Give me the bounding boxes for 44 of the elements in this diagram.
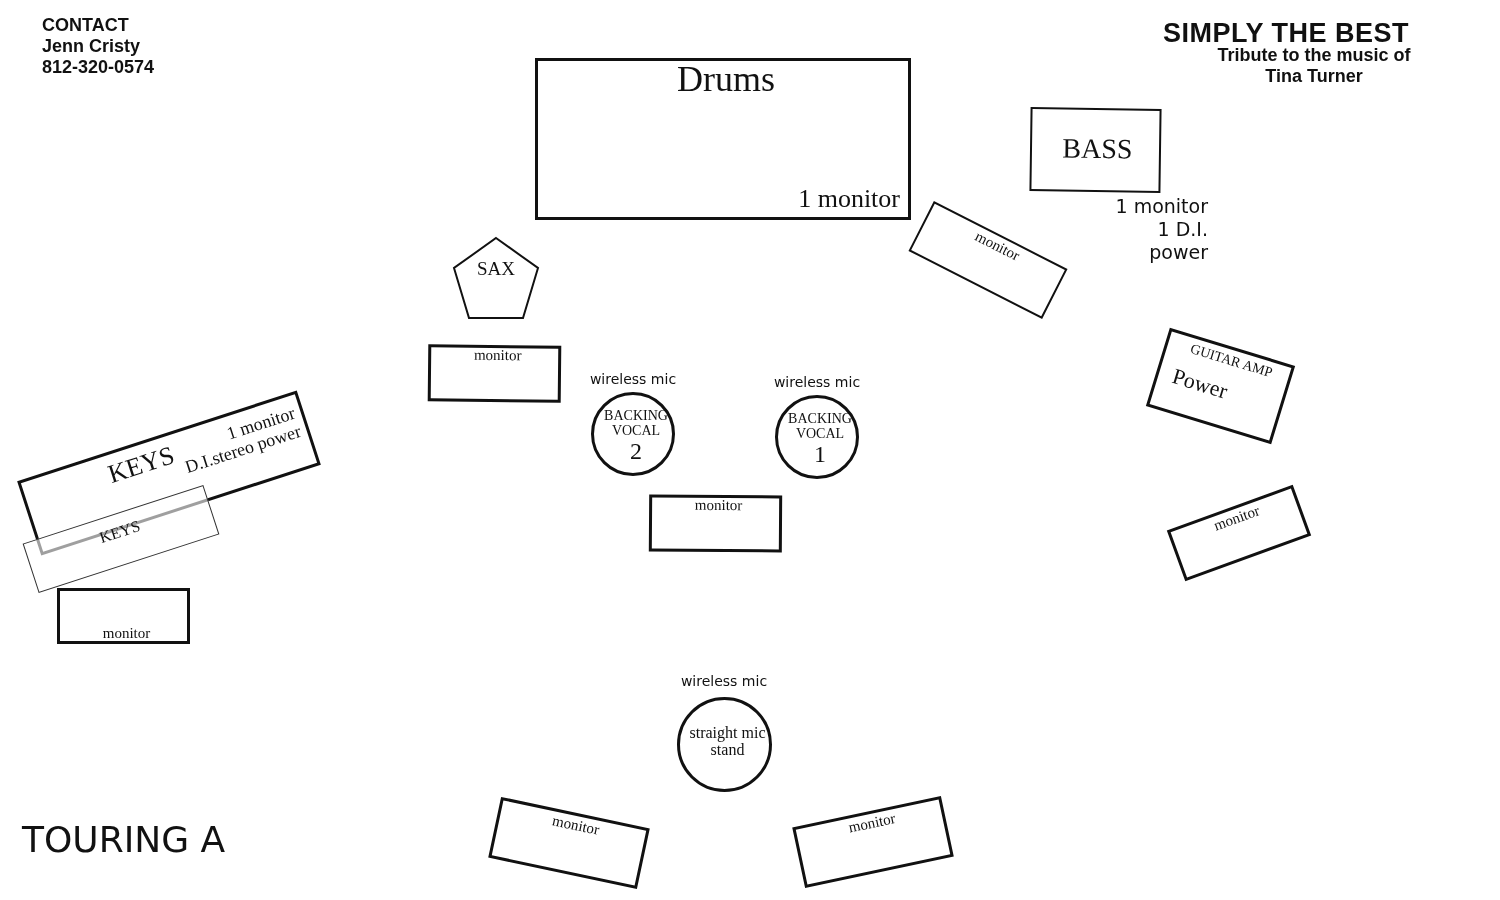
phone-number: 812-320-0574 [42,58,156,76]
equipment-label: BASS [1061,133,1134,165]
monitor-wedge [648,494,783,553]
contact-name: Jenn Cristy [42,37,142,55]
title: SIMPLY THE BEST [1163,18,1410,48]
drum-area [535,58,911,220]
equipment-note: 2 [629,439,643,465]
equipment-note: 1 monitor 1 D.I. power [1114,195,1208,264]
equipment-note: Power [1169,364,1231,406]
equipment-label: monitor [846,809,898,838]
equipment-label: BACKING VOCAL [603,409,669,439]
contact-heading: CONTACT [42,16,130,34]
vocal-position [775,395,859,479]
equipment-note: 1 monitor D.I.stereo power [181,403,304,478]
equipment-label: KEYS [103,439,179,491]
equipment-note: 1 [813,442,827,468]
keyboard-area [17,390,321,556]
mic-stand-position [677,697,772,792]
equipment-label: KEYS [96,516,144,549]
monitor-wedge [1166,484,1312,582]
monitor-wedge [488,796,650,890]
equipment-label: straight mic stand [688,725,767,759]
equipment-note: 1 monitor [797,185,900,213]
equipment-label: monitor [101,626,152,642]
equipment-label: BACKING VOCAL [787,412,853,442]
bass-area [1029,107,1162,193]
equipment-label: monitor [1210,501,1263,536]
equipment-label: Drums [676,61,776,99]
equipment-label: SAX [476,259,516,279]
equipment-note: wireless mic [588,371,678,388]
monitor-wedge [57,588,190,644]
vocal-position [591,392,675,476]
monitor-wedge [792,795,954,889]
sax-position [453,237,539,319]
equipment-label: monitor [550,811,602,840]
guitar-amp-area [1145,327,1296,445]
monitor-wedge [427,344,562,403]
plot-name: TOURING A [22,822,227,858]
equipment-label: monitor [693,497,744,515]
equipment-label: monitor [472,347,523,365]
monitor-wedge [908,201,1068,319]
subtitle: Tribute to the music of Tina Turner [1216,45,1412,87]
equipment-note: wireless mic [679,673,769,690]
equipment-note: wireless mic [772,374,862,391]
